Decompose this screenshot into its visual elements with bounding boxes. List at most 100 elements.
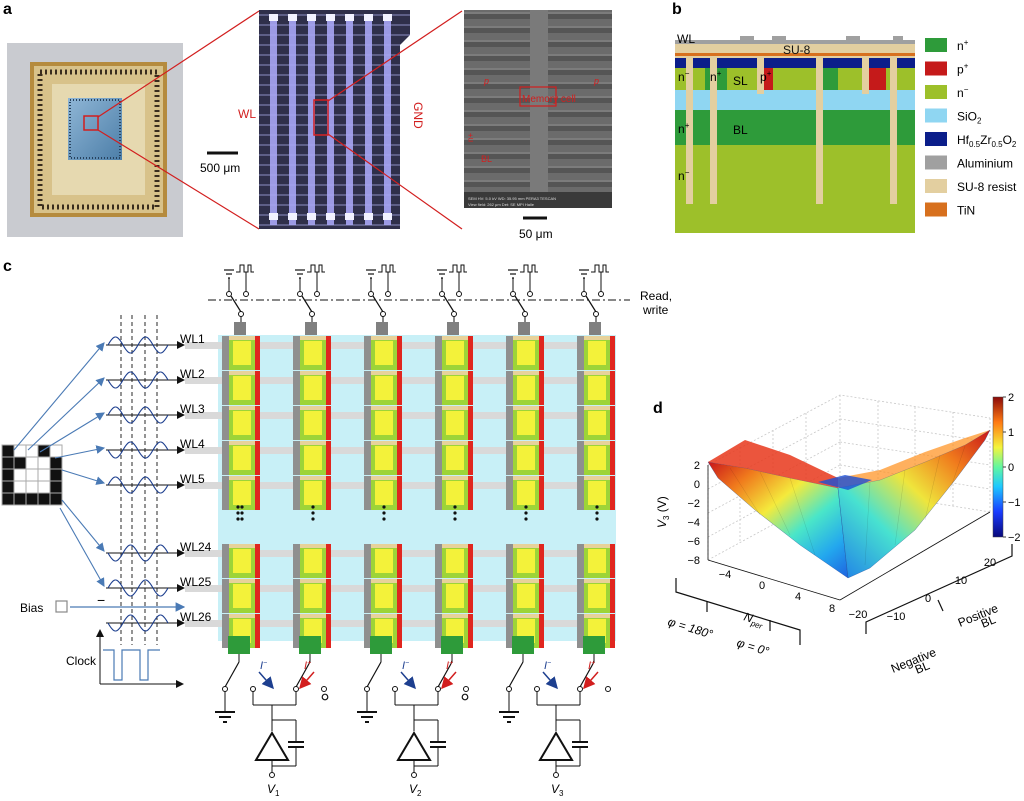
b-nminus-label: n− bbox=[678, 69, 690, 84]
memory-cell bbox=[364, 579, 402, 613]
memory-cell bbox=[435, 406, 473, 440]
read-write-switch bbox=[508, 264, 538, 322]
colorbar-tick-label: −2 bbox=[1008, 532, 1021, 544]
pattern-arrow bbox=[13, 342, 105, 451]
top-contact bbox=[589, 322, 601, 335]
sine-waveform bbox=[107, 476, 169, 494]
amplifier bbox=[538, 731, 574, 761]
legend-label: p+ bbox=[957, 62, 969, 77]
wordline-label: WL4 bbox=[180, 437, 205, 451]
memory-cell bbox=[364, 476, 402, 510]
bl-tick-label: 20 bbox=[984, 557, 996, 569]
pattern-arrow bbox=[61, 469, 106, 485]
bias-box bbox=[55, 600, 68, 613]
readout-circuits: I−I+V1I−I+V2I−I+V3 bbox=[215, 654, 611, 798]
memory-cell bbox=[435, 544, 473, 578]
sine-waveform bbox=[107, 371, 169, 389]
memory-cell bbox=[435, 336, 473, 370]
pattern-pixel bbox=[25, 492, 39, 506]
wordline-label: WL24 bbox=[180, 540, 212, 554]
top-contact bbox=[376, 322, 388, 335]
b-nplus2-label: n+ bbox=[678, 121, 690, 136]
input-pattern-grid bbox=[1, 444, 63, 506]
nper-tick-label: 8 bbox=[829, 603, 835, 615]
memory-cell bbox=[435, 371, 473, 405]
legend-swatch bbox=[925, 38, 947, 52]
colorbar-tick-label: 2 bbox=[1008, 392, 1014, 404]
memory-cell bbox=[577, 336, 615, 370]
legend-swatch bbox=[925, 108, 947, 123]
pattern-arrow bbox=[27, 377, 105, 451]
memory-cell bbox=[222, 544, 260, 578]
memory-cell bbox=[222, 476, 260, 510]
colorbar-tick-label: 0 bbox=[1008, 462, 1014, 474]
pattern-arrows bbox=[13, 342, 106, 587]
panel-letter-b: b bbox=[672, 1, 682, 18]
read-write-switch bbox=[366, 264, 396, 322]
memory-cell bbox=[293, 406, 331, 440]
memory-cell bbox=[435, 579, 473, 613]
bitline-contact bbox=[370, 636, 392, 654]
z-tick-label: −4 bbox=[687, 517, 700, 529]
wordline-label: WL26 bbox=[180, 610, 212, 624]
colorbar bbox=[992, 396, 1004, 538]
memory-cell bbox=[506, 406, 544, 440]
cross-section-diagram bbox=[675, 36, 915, 233]
bl-tick-label: 0 bbox=[925, 593, 931, 605]
top-contact bbox=[305, 322, 317, 335]
memory-cell bbox=[364, 544, 402, 578]
clock-waveform bbox=[96, 629, 184, 688]
memory-cell bbox=[364, 406, 402, 440]
memory-cell bbox=[293, 579, 331, 613]
clock-label: Clock bbox=[66, 654, 97, 668]
i-plus-label: I+ bbox=[304, 660, 311, 672]
memory-cell bbox=[364, 441, 402, 475]
panel-letter-c: c bbox=[3, 258, 12, 275]
pattern-pixel bbox=[13, 444, 27, 458]
surface-plot bbox=[707, 394, 991, 601]
b-su8-label: SU-8 bbox=[783, 43, 811, 57]
sine-waveform bbox=[107, 544, 169, 562]
b-nplus-label: n+ bbox=[710, 69, 722, 84]
legend-label: Hf0.5Zr0.5O2 bbox=[957, 133, 1017, 149]
sine-waveform bbox=[107, 336, 169, 354]
legend-label: SU-8 resist bbox=[957, 180, 1017, 194]
output-voltage-label: V2 bbox=[409, 782, 422, 798]
sem-p-right: p bbox=[593, 76, 599, 86]
positive-bl-label-2: BL bbox=[979, 612, 998, 631]
memory-cell bbox=[364, 336, 402, 370]
sem-image: SEM HV: 5.0 kV WD: 35.95 mm PERA3 TESCAN… bbox=[464, 10, 612, 208]
amplifier bbox=[396, 731, 432, 761]
phi-0-label: φ = 0° bbox=[735, 635, 771, 658]
z-tick-label: 2 bbox=[694, 460, 700, 472]
wordline-label: WL3 bbox=[180, 402, 205, 416]
memory-cell bbox=[577, 579, 615, 613]
memory-cell bbox=[293, 476, 331, 510]
z-tick-label: −8 bbox=[687, 555, 700, 567]
b-pplus-label: p+ bbox=[760, 69, 772, 84]
wordline-label: WL5 bbox=[180, 472, 205, 486]
phi-bracket bbox=[675, 578, 801, 645]
legend-swatch bbox=[925, 61, 947, 76]
memory-cell bbox=[222, 371, 260, 405]
legend-label: n+ bbox=[957, 38, 969, 53]
pattern-pixel bbox=[37, 456, 51, 470]
memory-cell bbox=[293, 614, 331, 648]
z-axis-label: V3 (V) bbox=[655, 496, 671, 528]
sine-waveform bbox=[107, 614, 169, 632]
sine-waveform bbox=[107, 406, 169, 424]
scalebar-50-label: 50 μm bbox=[519, 227, 553, 241]
memory-cell bbox=[222, 579, 260, 613]
z-tick-label: 0 bbox=[694, 479, 700, 491]
scalebar-500-label: 500 μm bbox=[200, 161, 240, 175]
legend-label: n− bbox=[957, 85, 969, 100]
pattern-pixel bbox=[13, 492, 27, 506]
b-bl-label: BL bbox=[733, 123, 748, 137]
memory-cell bbox=[506, 371, 544, 405]
memory-cell bbox=[577, 406, 615, 440]
bias-label: Bias bbox=[20, 601, 43, 615]
bl-bracket bbox=[865, 544, 1013, 634]
z-axis-ticks: 20−2−4−6−8 bbox=[687, 460, 700, 567]
b-sl-label: SL bbox=[733, 74, 748, 88]
